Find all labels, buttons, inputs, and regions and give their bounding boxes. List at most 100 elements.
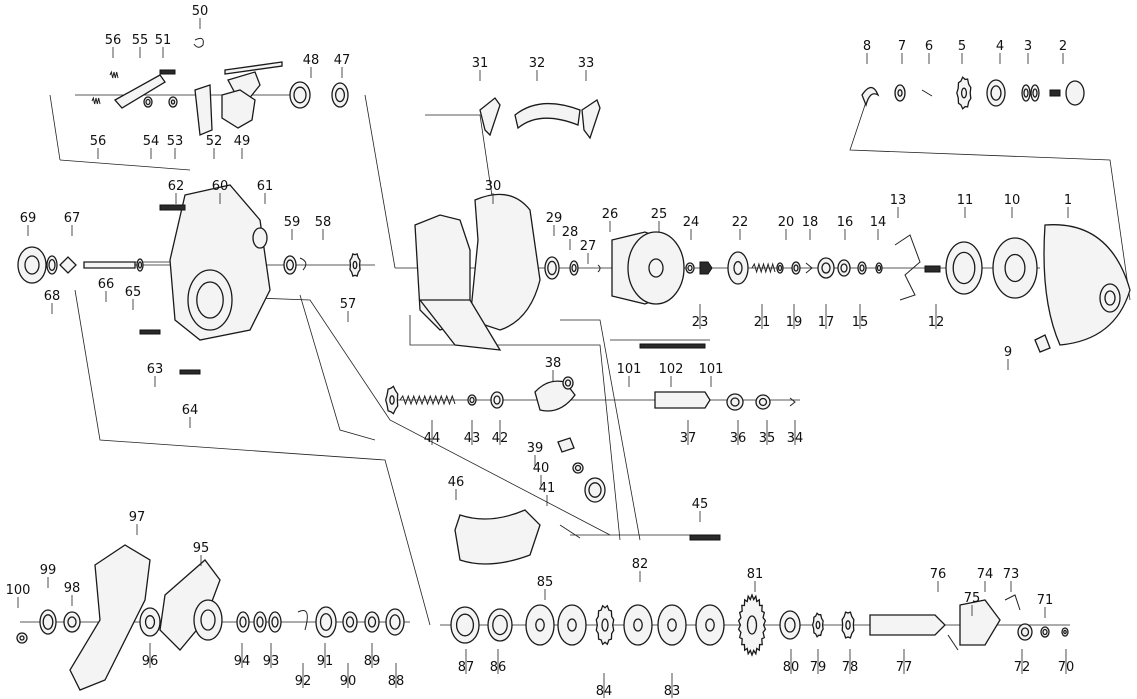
part-number-label: 14	[870, 215, 887, 230]
drag-knob-part	[17, 246, 47, 284]
washer-part	[755, 394, 771, 410]
collar-part	[685, 262, 695, 274]
drag-disc-part	[595, 604, 615, 646]
spring-part	[91, 96, 101, 105]
part-number-label: 53	[167, 134, 184, 149]
brake-plate-part	[221, 89, 256, 129]
drag-washer-part	[623, 604, 653, 646]
part-number-label: 24	[683, 215, 700, 230]
washer-part	[268, 611, 282, 633]
washer-part	[253, 611, 267, 633]
part-number-label: 68	[44, 289, 61, 304]
leader-line	[49, 94, 61, 161]
side-plate-boss	[187, 269, 233, 331]
part-number-label: 41	[539, 481, 556, 496]
part-number-label: 55	[132, 33, 149, 48]
clip-part	[861, 86, 880, 108]
part-number-label: 76	[930, 567, 947, 582]
part-number-label: 22	[732, 215, 749, 230]
wire-spring-part	[193, 37, 204, 48]
plug-part	[1034, 334, 1051, 353]
part-number-labels: 1234567891011121314151617181920212223242…	[6, 4, 1075, 699]
clicker-plate-part	[959, 599, 1001, 646]
clutch-lever-part	[113, 74, 166, 109]
clip-part	[921, 89, 933, 97]
clutch-sleeve-part	[450, 606, 480, 644]
gear-part	[385, 385, 399, 415]
washer-part	[875, 262, 883, 274]
part-number-label: 33	[578, 56, 595, 71]
part-number-label: 102	[659, 362, 684, 377]
screw-part	[924, 265, 941, 273]
part-number-label: 60	[212, 179, 229, 194]
part-number-label: 99	[40, 563, 57, 578]
nut-part	[63, 611, 81, 633]
part-number-label: 6	[925, 39, 933, 54]
part-number-label: 73	[1003, 567, 1020, 582]
part-number-label: 7	[898, 39, 906, 54]
part-number-label: 20	[778, 215, 795, 230]
part-number-label: 10	[1004, 193, 1021, 208]
part-number-label: 47	[334, 53, 351, 68]
drag-washer-part	[557, 604, 587, 646]
part-number-label: 8	[863, 39, 871, 54]
screw-part	[159, 204, 186, 211]
cap-part	[1065, 80, 1085, 106]
washer-part	[46, 255, 58, 275]
bearing-part	[1017, 623, 1033, 641]
part-number-label: 64	[182, 403, 199, 418]
gear-collar-part	[315, 606, 337, 638]
part-number-label: 98	[64, 581, 81, 596]
part-number-label: 75	[964, 591, 981, 606]
part-number-label: 50	[192, 4, 209, 19]
collar-part	[487, 608, 513, 642]
part-number-label: 52	[206, 134, 223, 149]
leader-line	[560, 319, 641, 541]
bearing-part	[385, 608, 405, 636]
cover-ring-part	[945, 241, 983, 295]
clip-part	[297, 610, 308, 631]
pawl-boss	[562, 376, 574, 390]
part-number-label: 38	[545, 356, 562, 371]
screw-part	[16, 632, 28, 644]
e-clip-part	[1061, 627, 1069, 637]
part-number-label: 1	[1064, 193, 1072, 208]
leader-line	[299, 294, 376, 441]
collar-part	[857, 261, 867, 275]
thumb-bar-part	[454, 509, 541, 565]
bearing-part	[490, 391, 504, 409]
washer-part	[143, 96, 153, 108]
leader-line	[74, 289, 431, 626]
ratchet-part	[811, 612, 824, 638]
part-number-label: 18	[802, 215, 819, 230]
spring-washer-part	[59, 256, 77, 274]
bearing-part	[779, 610, 801, 640]
bridge-part	[514, 102, 581, 130]
cast-control-part	[727, 251, 749, 285]
part-number-label: 59	[284, 215, 301, 230]
spring-part	[1004, 594, 1021, 611]
part-number-label: 48	[303, 53, 320, 68]
drag-washer-part	[657, 604, 687, 646]
worm-shaft-part	[654, 391, 711, 409]
e-clip-part	[168, 96, 178, 108]
collar-part	[791, 261, 801, 275]
part-number-label: 45	[692, 497, 709, 512]
leader-line	[559, 524, 581, 539]
drag-washer-part	[525, 604, 555, 646]
part-number-label: 28	[562, 225, 579, 240]
part-number-label: 69	[20, 211, 37, 226]
spring-wire-part	[894, 234, 921, 301]
part-number-label: 46	[448, 475, 465, 490]
clip-part	[597, 264, 601, 273]
part-number-label: 56	[105, 33, 122, 48]
bearing-part	[331, 82, 349, 108]
drag-star-washer-part	[841, 611, 855, 639]
part-number-label: 27	[580, 239, 597, 254]
collar-part	[569, 260, 579, 276]
washer-part	[726, 393, 744, 411]
part-number-label: 13	[890, 193, 907, 208]
washer-part	[776, 262, 784, 274]
washer-part	[139, 607, 161, 637]
part-number-label: 82	[632, 557, 649, 572]
